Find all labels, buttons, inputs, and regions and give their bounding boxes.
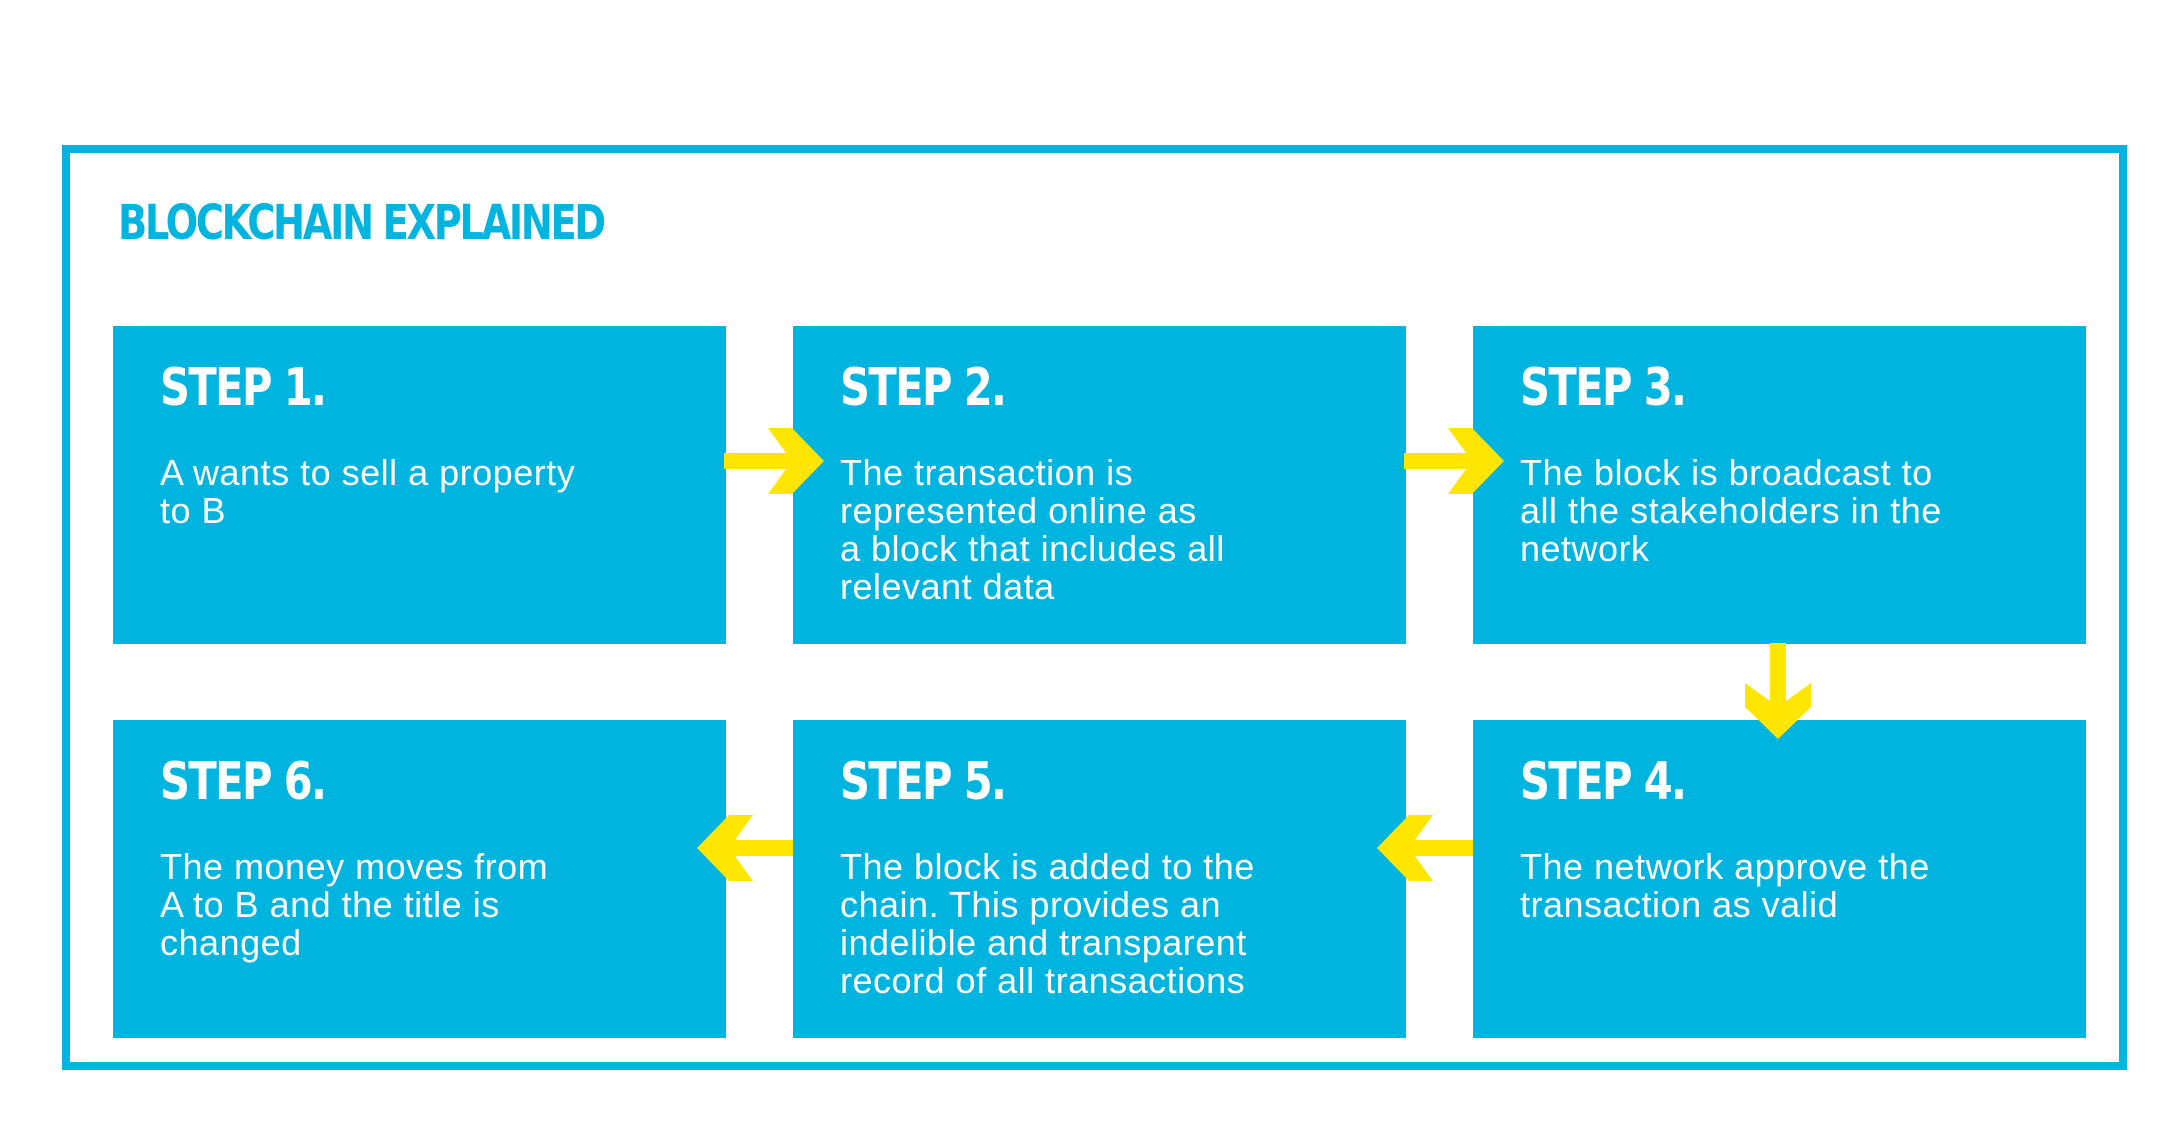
- step-1-text: A wants to sell a property to B: [160, 452, 576, 531]
- step-4-text: The network approve the transaction as v…: [1520, 846, 1930, 925]
- arrow-right-1-to-2: [724, 428, 824, 494]
- step-5-label: STEP 5.: [840, 752, 1007, 812]
- step-6-label: STEP 6.: [160, 752, 327, 812]
- step-3-label: STEP 3.: [1520, 358, 1687, 418]
- step-5-text: The block is added to the chain. This pr…: [840, 846, 1255, 1001]
- step-3-text: The block is broadcast to all the stakeh…: [1520, 452, 1942, 569]
- step-3-box: STEP 3. The block is broadcast to all th…: [1473, 326, 2086, 644]
- step-1-box: STEP 1. A wants to sell a property to B: [113, 326, 726, 644]
- diagram-frame: [62, 145, 2127, 1070]
- arrow-right-2-to-3: [1404, 428, 1504, 494]
- step-2-text: The transaction is represented online as…: [840, 452, 1225, 607]
- diagram-title: BLOCKCHAIN EXPLAINED: [118, 195, 606, 251]
- step-6-text: The money moves from A to B and the titl…: [160, 846, 549, 963]
- step-6-box: STEP 6. The money moves from A to B and …: [113, 720, 726, 1038]
- step-2-label: STEP 2.: [840, 358, 1007, 418]
- step-4-box: STEP 4. The network approve the transact…: [1473, 720, 2086, 1038]
- step-5-box: STEP 5. The block is added to the chain.…: [793, 720, 1406, 1038]
- arrow-left-4-to-5: [1377, 815, 1473, 881]
- arrow-left-5-to-6: [697, 815, 793, 881]
- step-4-label: STEP 4.: [1520, 752, 1687, 812]
- step-2-box: STEP 2. The transaction is represented o…: [793, 326, 1406, 644]
- step-1-label: STEP 1.: [160, 358, 327, 418]
- arrow-down-3-to-4: [1745, 643, 1811, 739]
